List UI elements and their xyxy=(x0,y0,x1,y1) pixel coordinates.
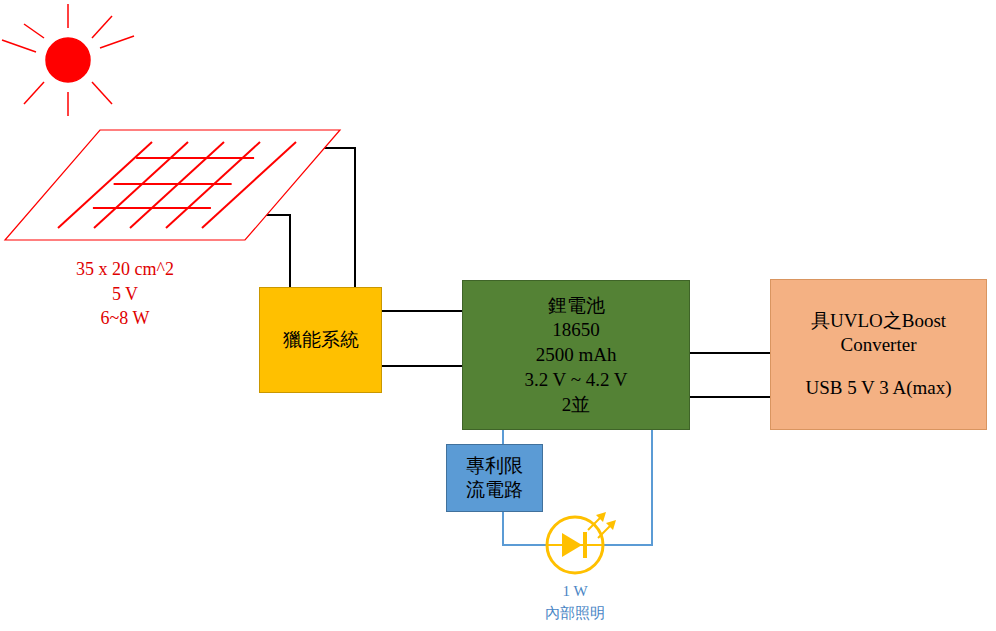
battery-box: 鋰電池186502500 mAh3.2 V ~ 4.2 V2並 xyxy=(462,280,690,430)
current-limiter-box: 專利限流電路 xyxy=(446,444,543,512)
text-group: 獵能系統 xyxy=(260,288,381,392)
text-group: 鋰電池186502500 mAh3.2 V ~ 4.2 V2並 xyxy=(463,281,689,429)
text-group: 35 x 20 cm^25 V6~8 W xyxy=(40,258,210,330)
node-text: 獵能系統 xyxy=(283,328,359,352)
node-text: 專利限流電路 xyxy=(464,454,525,502)
wire xyxy=(603,430,652,545)
led-symbol xyxy=(530,510,630,582)
wire xyxy=(503,512,547,545)
node-text: 鋰電池 xyxy=(548,294,605,318)
text-group: 1 W 內部照明 xyxy=(530,582,620,623)
solar-panel-drawing xyxy=(0,128,345,248)
node-text: 具UVLO之Boost Converter xyxy=(779,309,978,357)
wire xyxy=(265,215,290,287)
text-group: 專利限流電路 xyxy=(447,445,542,511)
wire xyxy=(382,310,462,312)
harvester-box: 獵能系統 xyxy=(259,287,382,393)
node-text: 2500 mAh xyxy=(536,343,617,367)
wire xyxy=(690,352,770,354)
node-text: 內部照明 xyxy=(545,604,605,623)
node-text: 1 W xyxy=(562,582,587,601)
boost-converter-box: 具UVLO之Boost ConverterUSB 5 V 3 A(max) xyxy=(770,279,987,430)
node-text: 35 x 20 cm^2 xyxy=(76,258,174,281)
led-lamp: 1 W 內部照明 xyxy=(530,510,620,628)
wire xyxy=(502,430,504,444)
wire xyxy=(382,365,462,367)
node-text: 18650 xyxy=(552,318,600,342)
node-text: 3.2 V ~ 4.2 V xyxy=(524,368,627,392)
wire xyxy=(322,148,355,287)
wire xyxy=(690,396,770,398)
node-text: 5 V xyxy=(112,283,138,306)
text-group: 具UVLO之Boost ConverterUSB 5 V 3 A(max) xyxy=(771,280,986,429)
sun xyxy=(2,4,134,116)
node-text: 2並 xyxy=(562,393,591,417)
node-text: 6~8 W xyxy=(101,307,150,330)
node-text: USB 5 V 3 A(max) xyxy=(805,376,951,400)
